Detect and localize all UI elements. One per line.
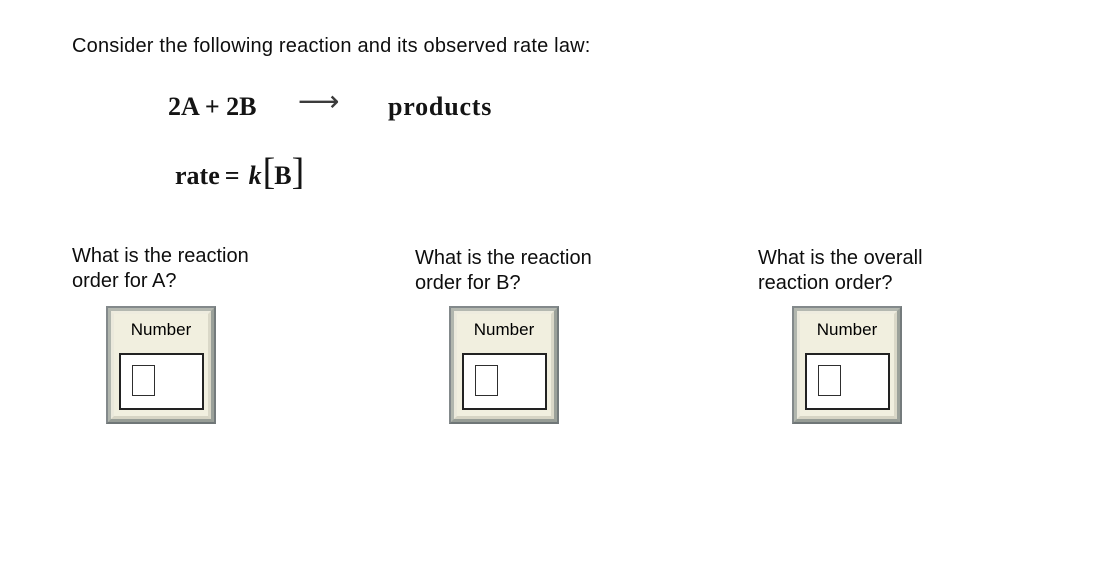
widget-body: Number: [111, 311, 211, 419]
widget-body: Number: [797, 311, 897, 419]
widget-frame: Number: [451, 308, 557, 422]
question-line: reaction order?: [758, 272, 893, 294]
number-label: Number: [473, 320, 535, 339]
answer-field-b[interactable]: [461, 353, 547, 410]
rate-constant-k: k: [248, 161, 262, 190]
number-label: Number: [130, 320, 192, 339]
number-input-widget-overall: Number: [792, 306, 902, 424]
widget-body: Number: [454, 311, 554, 419]
question-line: What is the overall: [758, 247, 923, 269]
answer-input-overall[interactable]: [817, 365, 841, 396]
products-text: products: [388, 92, 493, 121]
equals-sign: =: [224, 161, 240, 190]
answer-field-a[interactable]: [118, 353, 204, 410]
question-order-a: What is the reaction order for A?: [72, 244, 382, 294]
answer-input-b[interactable]: [474, 365, 498, 396]
right-arrow-icon: ⟶: [298, 84, 340, 118]
question-line: order for B?: [415, 272, 521, 294]
rate-law-equation: rate= k[B]: [175, 153, 304, 191]
open-bracket: [: [262, 151, 276, 193]
question-overall-order: What is the overall reaction order?: [758, 246, 1068, 296]
number-label: Number: [816, 320, 878, 339]
question-line: What is the reaction: [72, 245, 249, 267]
close-bracket: ]: [291, 151, 305, 193]
question-line: order for A?: [72, 270, 177, 292]
widget-frame: Number: [108, 308, 214, 422]
question-line: What is the reaction: [415, 247, 592, 269]
answer-field-overall[interactable]: [804, 353, 890, 410]
widget-frame: Number: [794, 308, 900, 422]
rate-law-lhs: rate: [175, 161, 220, 190]
reactants-text: 2A + 2B: [168, 92, 257, 121]
problem-statement: Consider the following reaction and its …: [72, 35, 591, 57]
number-input-widget-a: Number: [106, 306, 216, 424]
answer-input-a[interactable]: [131, 365, 155, 396]
question-order-b: What is the reaction order for B?: [415, 246, 725, 296]
number-input-widget-b: Number: [449, 306, 559, 424]
species-b: B: [274, 161, 292, 190]
